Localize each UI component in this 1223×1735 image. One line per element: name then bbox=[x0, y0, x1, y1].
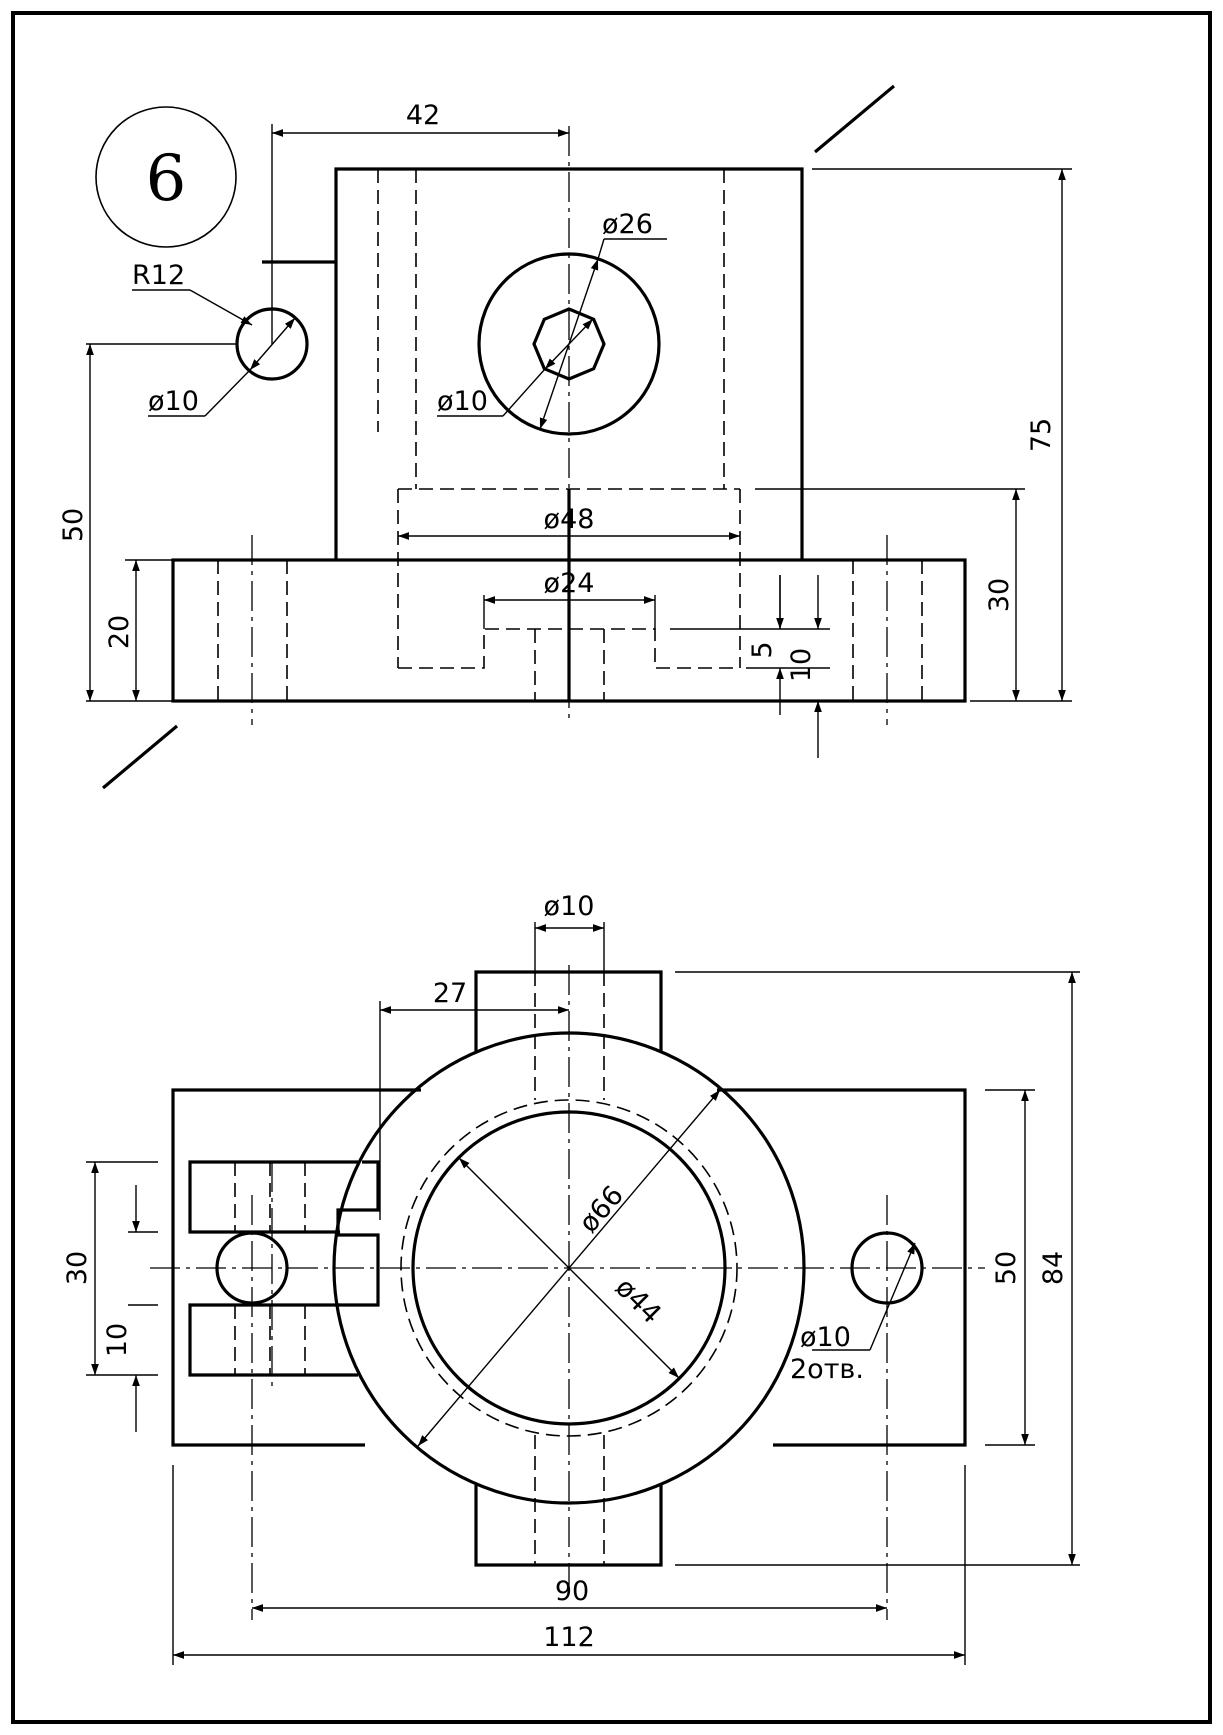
dim-label-50: 50 bbox=[58, 508, 89, 542]
dimension-slot: 30 10 bbox=[62, 1161, 158, 1432]
dim-label-42: 42 bbox=[406, 100, 440, 131]
dim-label-d24: ø24 bbox=[544, 568, 595, 599]
front-view-center-lines bbox=[251, 126, 888, 725]
dimension-d26: ø26 bbox=[539, 209, 667, 430]
dim-label-hole-count: 2отв. bbox=[790, 1354, 864, 1385]
dim-label-75: 75 bbox=[1026, 418, 1057, 452]
dim-label-d26: ø26 bbox=[602, 209, 653, 240]
dimension-depth-50: 50 bbox=[985, 1089, 1035, 1446]
sheet-number: 6 bbox=[146, 142, 187, 216]
dimension-center-d10: ø10 bbox=[437, 318, 594, 417]
section-mark-bottom-left bbox=[101, 724, 179, 790]
dim-label-boss-d10: ø10 bbox=[544, 891, 595, 922]
dim-label-10: 10 bbox=[786, 648, 817, 682]
dimension-d48: ø48 bbox=[398, 504, 740, 540]
dimension-r12: R12 bbox=[132, 260, 253, 326]
dimension-hole-note: ø10 2отв. bbox=[790, 1242, 916, 1385]
top-view: ø10 27 ø66 ø44 30 10 bbox=[62, 891, 1080, 1665]
sheet-number-badge: 6 bbox=[95, 106, 237, 248]
dimension-90: 90 bbox=[252, 1576, 887, 1612]
dim-label-20: 20 bbox=[104, 615, 135, 649]
dimension-lug-d10: ø10 bbox=[148, 317, 296, 417]
dimension-30: 30 bbox=[755, 488, 1025, 701]
dim-label-84: 84 bbox=[1038, 1251, 1069, 1285]
dim-label-30: 30 bbox=[984, 578, 1015, 612]
dimension-27: 27 bbox=[379, 978, 569, 1220]
dimension-50: 50 bbox=[58, 343, 237, 702]
dim-label-90: 90 bbox=[555, 1576, 589, 1607]
sheet-border bbox=[11, 11, 1212, 1724]
dimension-75: 75 bbox=[812, 168, 1072, 702]
dimension-42: 42 bbox=[271, 100, 569, 344]
dim-label-27: 27 bbox=[433, 978, 467, 1009]
dim-label-slot-10: 10 bbox=[102, 1323, 133, 1357]
dimension-groove: 5 10 bbox=[670, 575, 830, 758]
dimension-d24: ø24 bbox=[483, 568, 656, 629]
section-mark-top-right bbox=[813, 84, 896, 154]
dim-label-d48: ø48 bbox=[544, 504, 595, 535]
dimension-84: 84 bbox=[675, 971, 1080, 1566]
dimension-20: 20 bbox=[104, 559, 173, 701]
dim-label-slot-30: 30 bbox=[62, 1251, 93, 1285]
top-view-center-lines bbox=[150, 965, 985, 1620]
dim-label-d66: ø66 bbox=[573, 1180, 630, 1239]
dim-label-center-d10: ø10 bbox=[437, 386, 488, 417]
front-view-outline bbox=[171, 167, 967, 703]
dim-label-lug-d10: ø10 bbox=[148, 386, 199, 417]
dim-label-d44: ø44 bbox=[609, 1272, 667, 1330]
dimension-112: 112 bbox=[172, 1465, 966, 1665]
dim-label-112: 112 bbox=[543, 1622, 595, 1653]
dim-label-depth-50: 50 bbox=[991, 1251, 1022, 1285]
dim-label-hole-size: ø10 bbox=[800, 1322, 851, 1353]
front-view: 42 ø26 R12 ø10 ø10 bbox=[58, 84, 1072, 790]
dimension-boss-d10: ø10 bbox=[534, 891, 605, 972]
dim-label-r12: R12 bbox=[132, 260, 185, 291]
front-view-hidden-lines bbox=[217, 169, 923, 701]
dim-label-5: 5 bbox=[747, 641, 778, 658]
